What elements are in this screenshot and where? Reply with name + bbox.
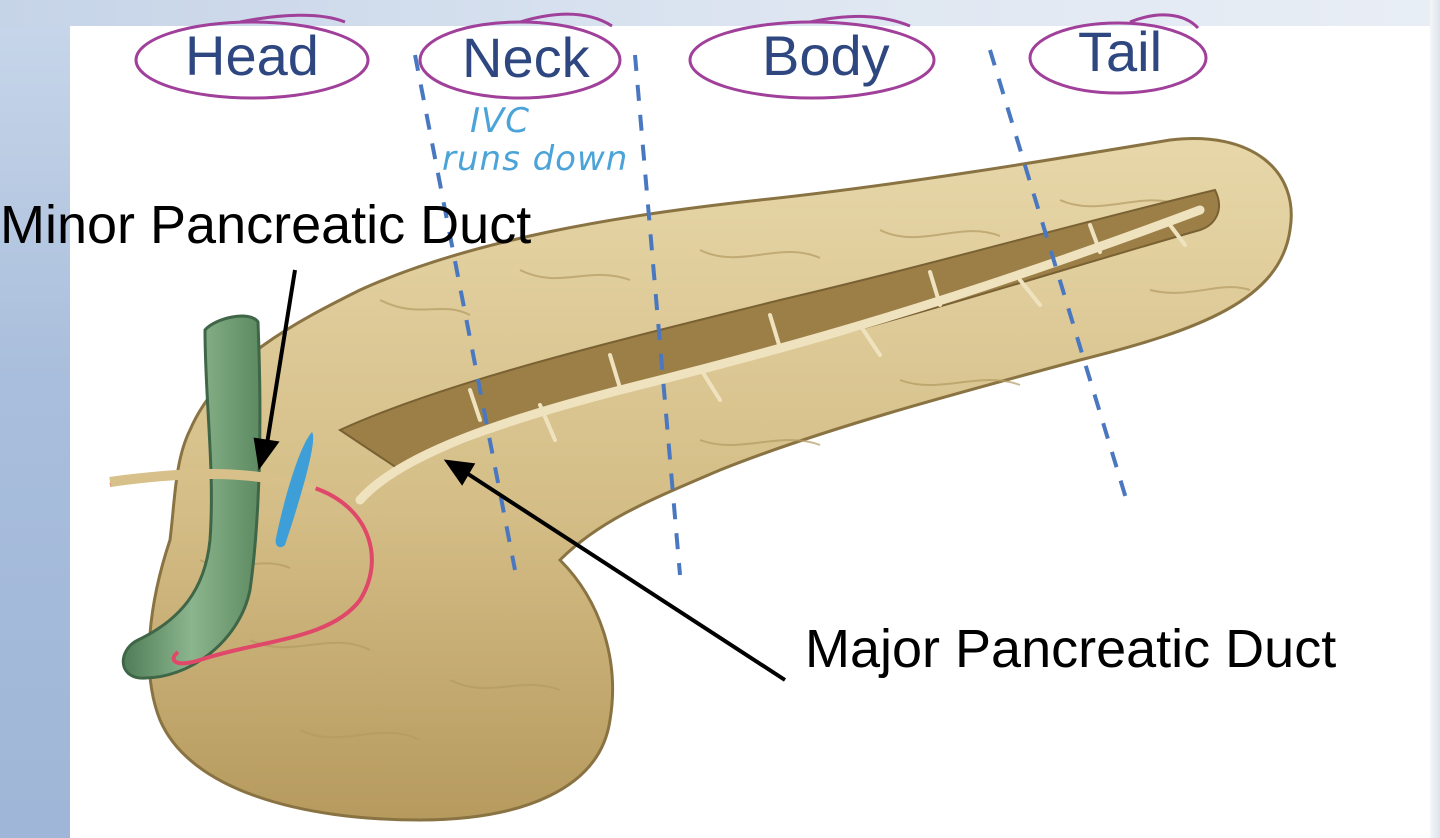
region-label-body: Body [762, 24, 890, 87]
minor-duct-label: Minor Pancreatic Duct [0, 195, 532, 255]
region-dividers [413, 49, 1130, 576]
slide-right-edge [1430, 0, 1440, 838]
ivc-mark [275, 432, 314, 548]
region-label-tail: Tail [1078, 20, 1163, 83]
green-duct-tube [121, 314, 262, 680]
callout-arrows [253, 269, 787, 682]
ivc-note-line1: IVC [470, 101, 531, 141]
label-ink-circles [134, 12, 1208, 100]
region-label-head: Head [185, 24, 319, 87]
major-duct-line [355, 205, 1205, 505]
minor-arrowhead [253, 437, 280, 471]
major-duct-label: Major Pancreatic Duct [805, 619, 1337, 679]
region-label-neck: Neck [462, 26, 590, 89]
ivc-note-line2: runs down [442, 139, 629, 179]
major-arrowhead [443, 459, 476, 486]
duct-branches [468, 223, 1187, 442]
slide-left-margin [0, 0, 70, 838]
